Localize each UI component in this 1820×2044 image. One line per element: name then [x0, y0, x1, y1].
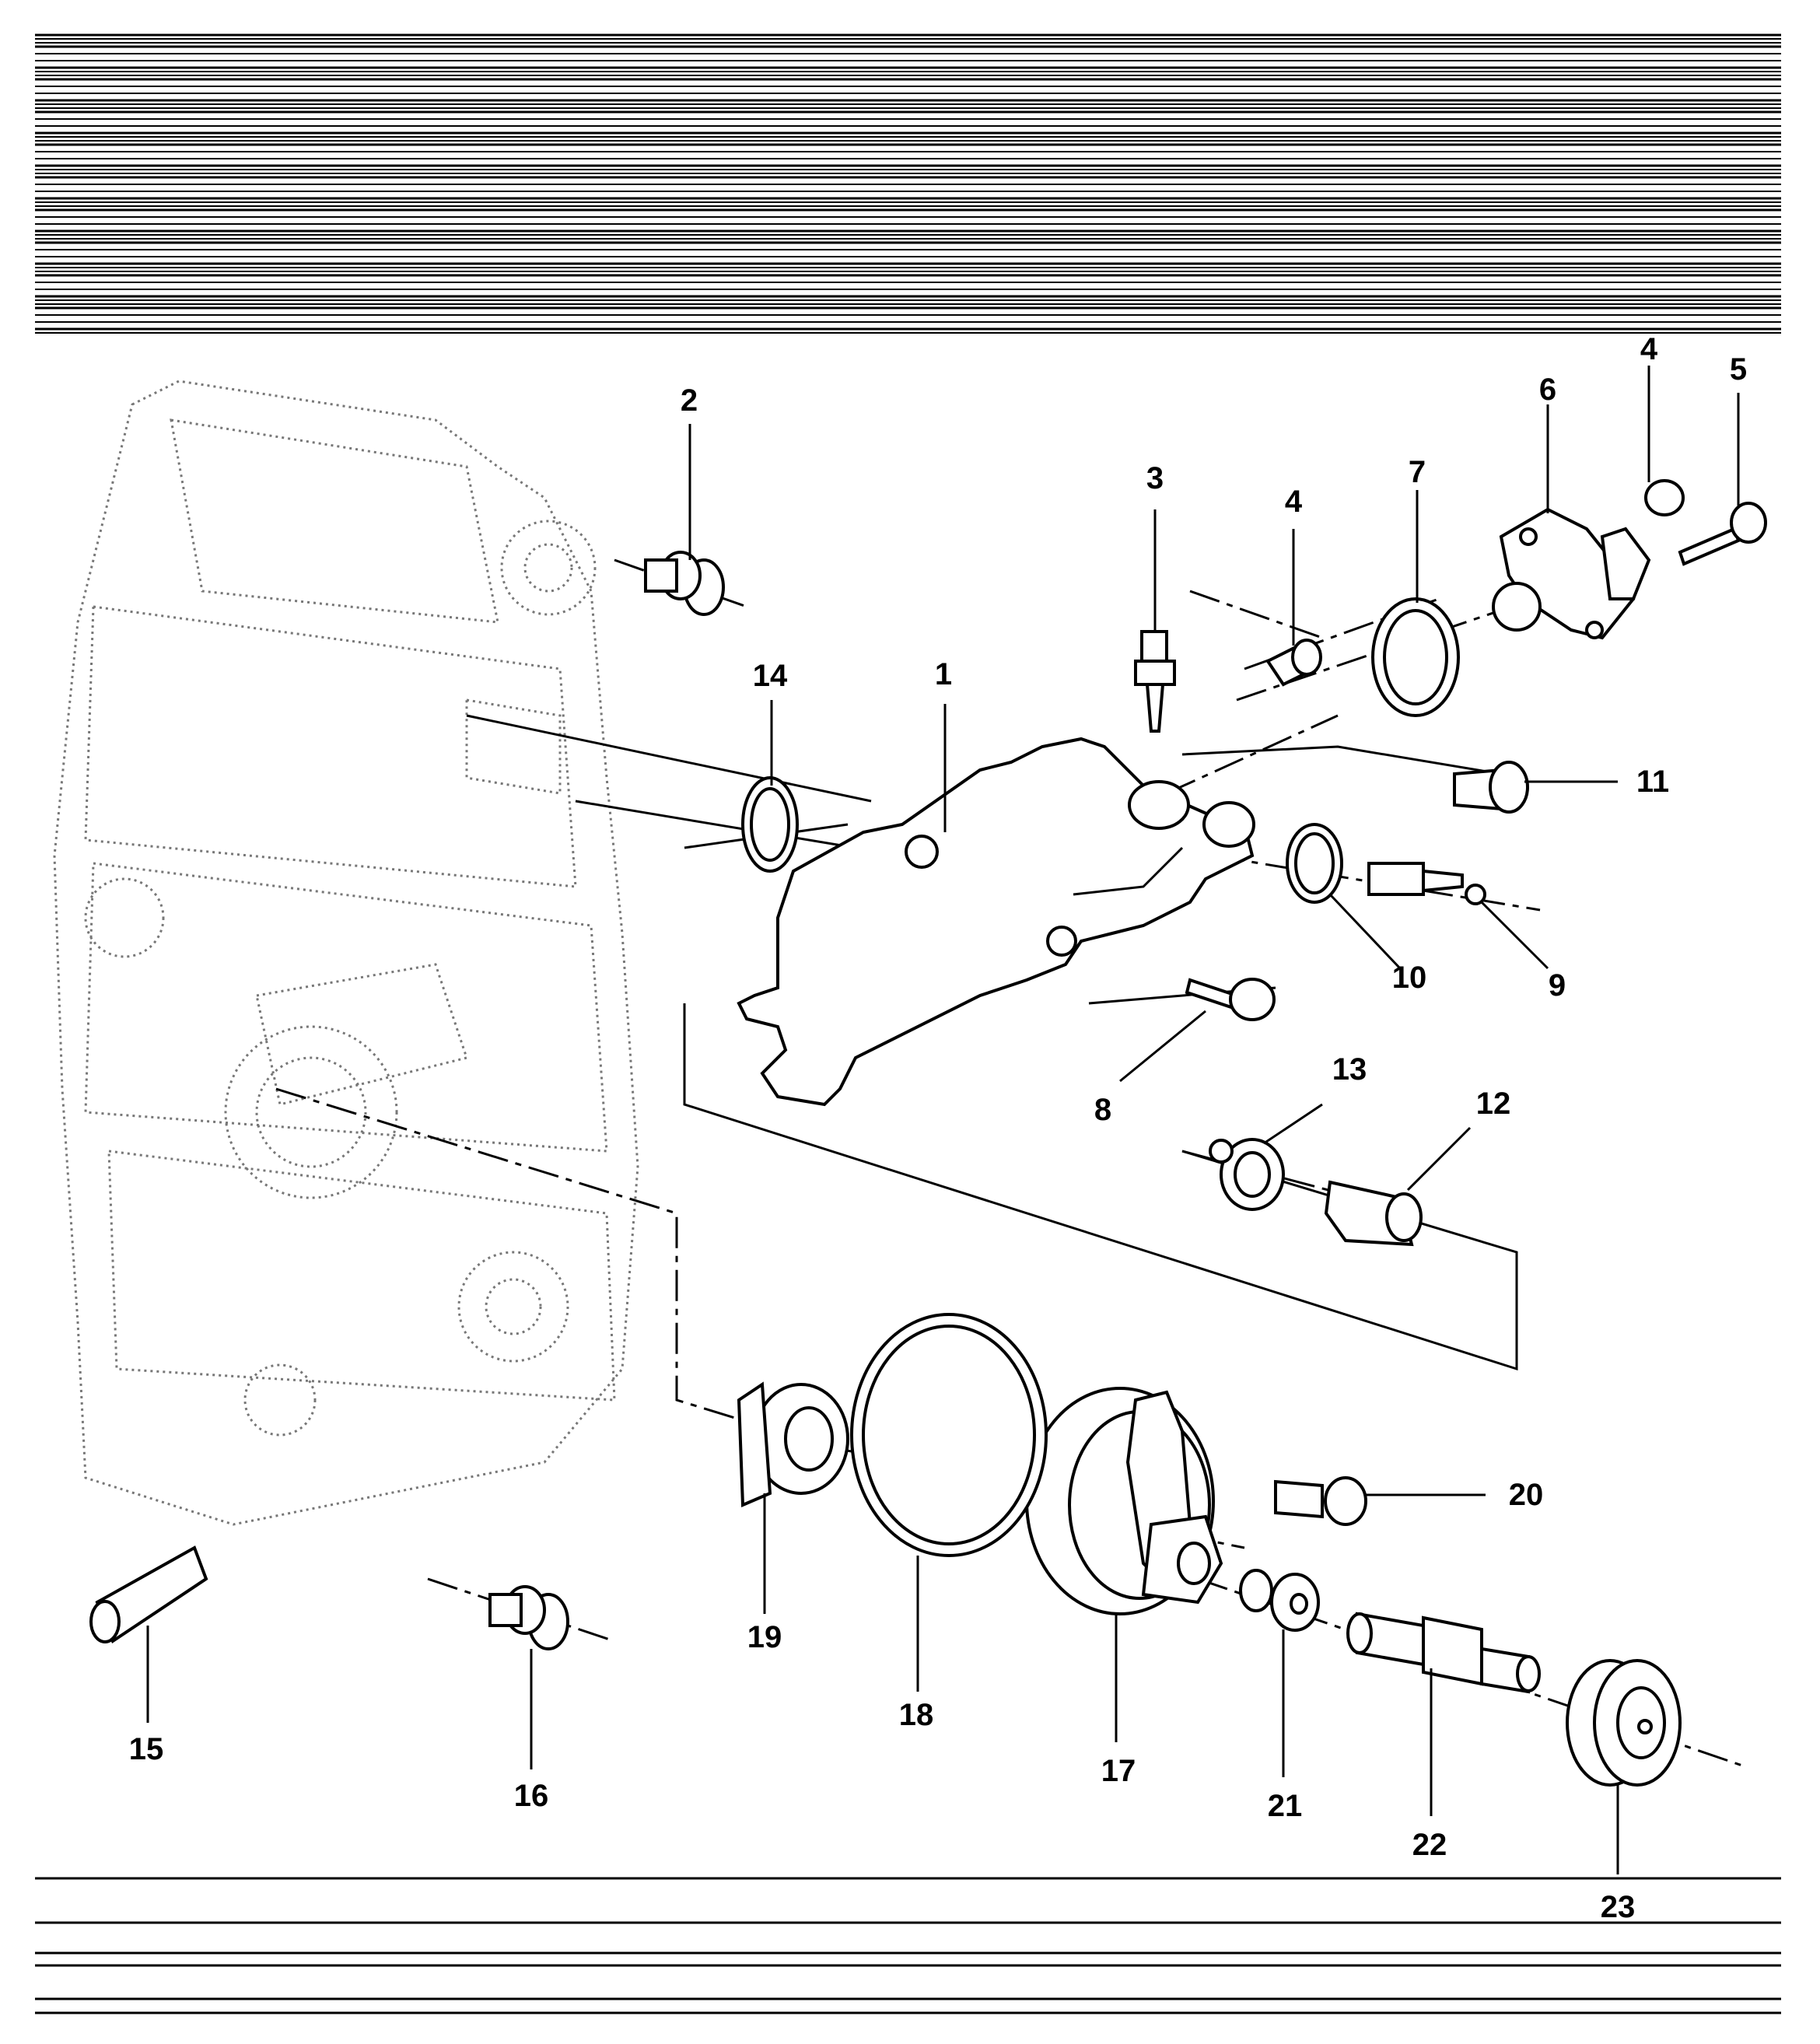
- drain-bolt: [1274, 1476, 1367, 1526]
- temperature-sender: [1134, 630, 1176, 733]
- part-label-20: 20: [1509, 1478, 1544, 1512]
- part-label-23: 23: [1601, 1890, 1636, 1924]
- part-label-3: 3: [1146, 461, 1164, 495]
- dowel-pin: [89, 1545, 208, 1644]
- pump-housing: [737, 737, 1255, 1107]
- part-label-21: 21: [1268, 1789, 1303, 1823]
- part-label-11: 11: [1636, 765, 1669, 799]
- impeller: [737, 1381, 849, 1507]
- part-label-1: 1: [935, 657, 952, 691]
- part-label-2: 2: [681, 383, 698, 418]
- part-label-15: 15: [129, 1732, 164, 1766]
- part-label-7: 7: [1409, 455, 1426, 489]
- hose-sleeve: [1324, 1180, 1423, 1247]
- part-label-14: 14: [753, 659, 788, 693]
- pump-body: [1025, 1387, 1223, 1615]
- part-label-22: 22: [1412, 1828, 1447, 1862]
- sealing-ring-small: [1286, 823, 1343, 904]
- toothed-pulley: [1566, 1659, 1682, 1787]
- part-label-5: 5: [1730, 352, 1747, 387]
- pump-gasket: [850, 1313, 1048, 1557]
- part-label-17: 17: [1101, 1754, 1136, 1788]
- bolt-washer-lower: [488, 1585, 569, 1650]
- part-label-4-upper-right: 4: [1640, 332, 1658, 366]
- pump-shaft: [1346, 1612, 1541, 1694]
- part-label-9: 9: [1549, 968, 1566, 1003]
- screw-plug: [1453, 761, 1529, 814]
- flange-bolt: [1678, 502, 1767, 566]
- part-label-6: 6: [1539, 373, 1556, 407]
- cap-plug-b: [1644, 479, 1685, 516]
- part-labels: 1 2 3 4 4 5 6 7 8 9 10 11 12 13 14 15 16…: [129, 332, 1747, 1924]
- mounting-bolt: [1185, 978, 1276, 1021]
- assembly-axis-lines: [275, 558, 1743, 1767]
- part-label-13: 13: [1332, 1052, 1367, 1087]
- part-label-12: 12: [1476, 1087, 1511, 1121]
- sealing-ring-housing: [741, 776, 799, 873]
- part-label-8: 8: [1094, 1093, 1111, 1127]
- part-label-16: 16: [514, 1779, 549, 1813]
- part-label-10: 10: [1392, 961, 1427, 995]
- cap-plug-a: [1265, 639, 1322, 687]
- leader-lines: [146, 366, 1740, 1874]
- shaft-seal: [1239, 1569, 1320, 1632]
- footer-rules: [35, 1877, 1781, 2014]
- part-label-19: 19: [747, 1620, 782, 1654]
- hose-clamp: [1209, 1138, 1285, 1211]
- header-stripe-band: [35, 33, 1781, 334]
- coolant-sensor: [1367, 862, 1486, 905]
- part-label-4-upper-left: 4: [1285, 485, 1303, 519]
- engine-block-outline: [53, 380, 639, 1526]
- bolt-washer-upper: [644, 551, 725, 616]
- belt-tensioner: [1492, 507, 1651, 640]
- o-ring-large: [1371, 597, 1460, 717]
- part-label-18: 18: [899, 1698, 934, 1732]
